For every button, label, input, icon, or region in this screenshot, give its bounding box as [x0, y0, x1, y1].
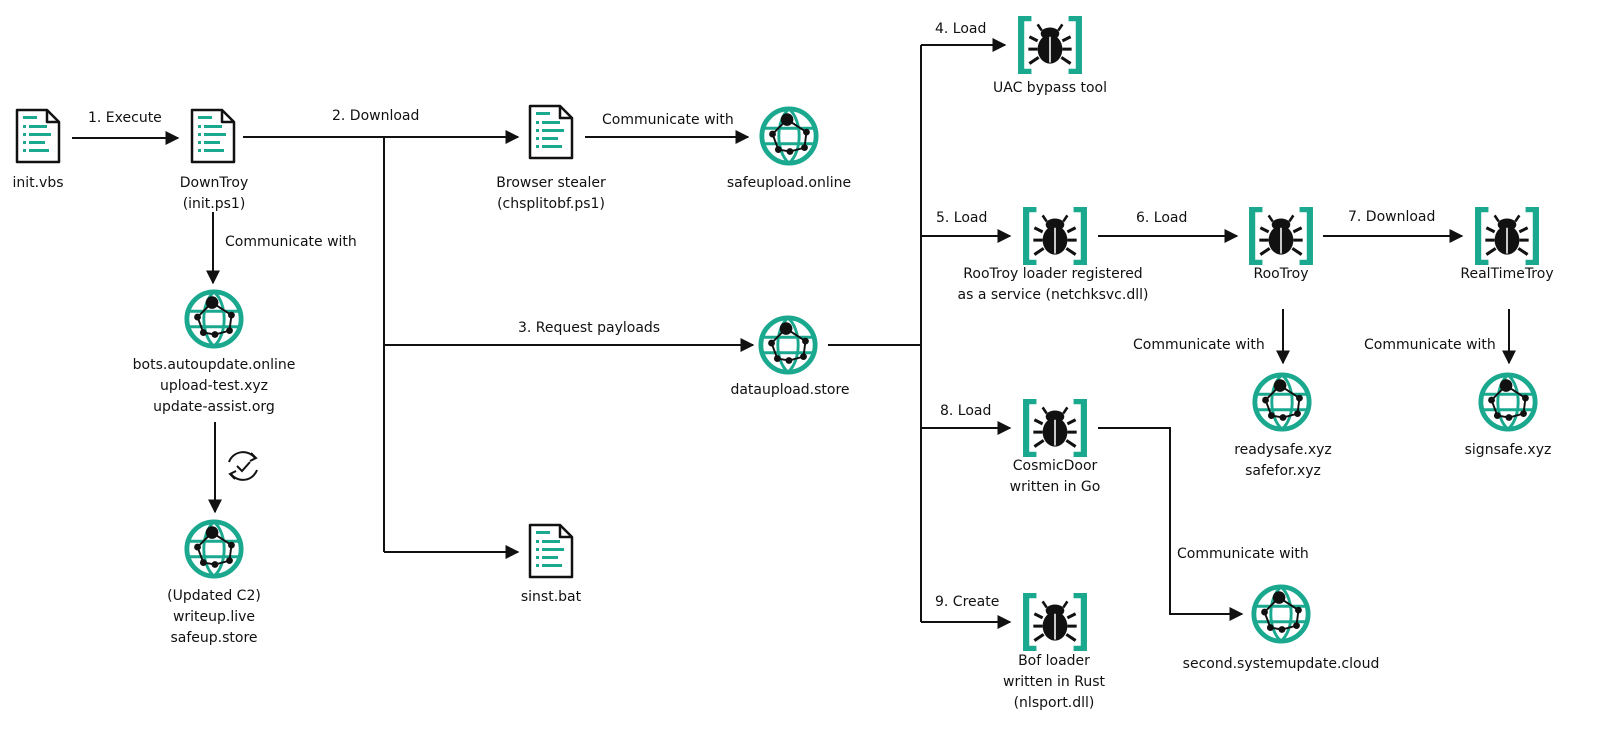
- node-bof-loader: Bof loader written in Rust (nlsport.dll): [1003, 595, 1105, 711]
- malware-bug-icon: [1026, 401, 1084, 455]
- node-readysafe: readysafe.xyz safefor.xyz: [1234, 375, 1332, 479]
- node-label: bots.autoupdate.online: [133, 357, 296, 373]
- node-cosmicdoor: CosmicDoor written in Go: [1010, 401, 1101, 495]
- label-comm-readysafe: Communicate with: [1133, 337, 1265, 353]
- malware-bug-icon: [1026, 209, 1084, 263]
- node-label: Browser stealer: [496, 175, 606, 191]
- node-label: (Updated C2): [167, 588, 261, 604]
- script-file-icon: [15, 108, 61, 164]
- node-label: signsafe.xyz: [1465, 442, 1552, 458]
- node-rootroy: RooTroy: [1252, 209, 1310, 282]
- label-create-9: 9. Create: [935, 594, 999, 610]
- node-label: safeupload.online: [727, 175, 851, 191]
- globe-network-icon: [1254, 587, 1308, 641]
- script-file-icon: [528, 104, 574, 160]
- node-label: written in Go: [1010, 479, 1101, 495]
- node-label: RooTroy: [1253, 266, 1308, 282]
- label-request-payloads: 3. Request payloads: [518, 320, 660, 336]
- node-label: Bof loader: [1018, 653, 1090, 669]
- node-uac: UAC bypass tool: [993, 18, 1107, 96]
- malware-bug-icon: [1252, 209, 1310, 263]
- node-label: written in Rust: [1003, 674, 1105, 690]
- node-label: safefor.xyz: [1245, 463, 1321, 479]
- node-label: writeup.live: [173, 609, 255, 625]
- node-label: UAC bypass tool: [993, 80, 1107, 96]
- label-download: 2. Download: [332, 108, 419, 124]
- label-comm-signsafe: Communicate with: [1364, 337, 1496, 353]
- node-label: CosmicDoor: [1013, 458, 1098, 474]
- node-label: second.systemupdate.cloud: [1183, 656, 1380, 672]
- label-comm-bots: Communicate with: [225, 234, 357, 250]
- label-load-5: 5. Load: [936, 210, 987, 226]
- node-label: (chsplitobf.ps1): [497, 196, 605, 212]
- edges: [72, 38, 1516, 629]
- node-label: RooTroy loader registered: [963, 266, 1142, 282]
- node-label: as a service (netchksvc.dll): [958, 287, 1149, 303]
- malware-bug-icon: [1021, 18, 1079, 72]
- edge-comm-second: [1098, 427, 1244, 621]
- label-download-7: 7. Download: [1348, 209, 1435, 225]
- node-sinst: sinst.bat: [521, 523, 582, 605]
- node-label: update-assist.org: [153, 399, 275, 415]
- malware-bug-icon: [1026, 595, 1084, 649]
- globe-network-icon: [187, 292, 241, 346]
- globe-network-icon: [187, 522, 241, 576]
- label-comm-second: Communicate with: [1177, 546, 1309, 562]
- node-label: upload-test.xyz: [160, 378, 268, 394]
- node-label: init.vbs: [12, 175, 63, 191]
- node-safeupload: safeupload.online: [727, 109, 851, 191]
- globe-network-icon: [1255, 375, 1309, 429]
- node-label: (nlsport.dll): [1014, 695, 1095, 711]
- node-label: sinst.bat: [521, 589, 582, 605]
- script-file-icon: [528, 523, 574, 579]
- globe-network-icon: [762, 109, 816, 163]
- globe-network-icon: [761, 318, 815, 372]
- label-execute: 1. Execute: [88, 110, 162, 126]
- node-downtroy: DownTroy (init.ps1): [180, 108, 248, 212]
- node-label: DownTroy: [180, 175, 248, 191]
- refresh-check-icon: [228, 451, 258, 481]
- edge-labels: 1. Execute 2. Download 3. Request payloa…: [88, 21, 1496, 610]
- globe-network-icon: [1481, 375, 1535, 429]
- node-label: RealTimeTroy: [1460, 266, 1553, 282]
- node-label: safeup.store: [170, 630, 257, 646]
- malware-bug-icon: [1478, 209, 1536, 263]
- node-label: readysafe.xyz: [1234, 442, 1332, 458]
- node-signsafe: signsafe.xyz: [1465, 375, 1552, 458]
- node-bots-c2: bots.autoupdate.online upload-test.xyz u…: [133, 292, 296, 415]
- node-browser-stealer: Browser stealer (chsplitobf.ps1): [496, 104, 606, 212]
- node-realtimetroy: RealTimeTroy: [1460, 209, 1554, 282]
- node-label: (init.ps1): [183, 196, 246, 212]
- label-comm-safeupload: Communicate with: [602, 112, 734, 128]
- label-load-6: 6. Load: [1136, 210, 1187, 226]
- script-file-icon: [190, 108, 236, 164]
- label-load-8: 8. Load: [940, 403, 991, 419]
- node-second-system: second.systemupdate.cloud: [1183, 587, 1380, 672]
- node-dataupload: dataupload.store: [730, 318, 850, 398]
- node-label: dataupload.store: [730, 382, 849, 398]
- node-updated-c2: (Updated C2) writeup.live safeup.store: [167, 522, 261, 646]
- node-init-vbs: init.vbs: [12, 108, 64, 191]
- label-load-4: 4. Load: [935, 21, 986, 37]
- node-rootroy-loader: RooTroy loader registered as a service (…: [958, 209, 1149, 303]
